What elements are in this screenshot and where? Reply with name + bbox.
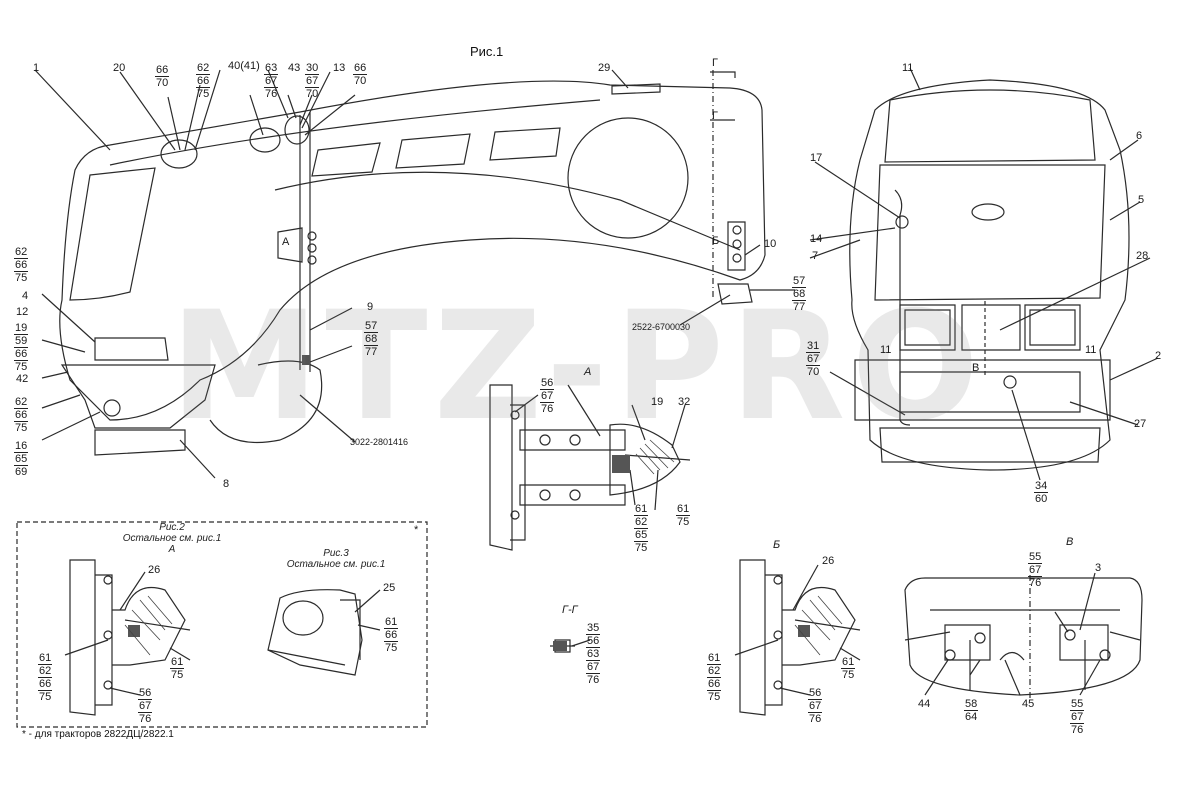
label-14: 14 bbox=[810, 233, 823, 245]
label-5: 5 bbox=[1138, 194, 1145, 206]
label-7: 7 bbox=[812, 250, 819, 262]
marker-view-b: Б bbox=[712, 235, 720, 247]
fig2-view: А bbox=[168, 544, 176, 555]
hood-outline bbox=[59, 80, 766, 421]
hood-side-window-1 bbox=[311, 142, 381, 177]
label-26-b: 26 bbox=[822, 555, 835, 567]
hood-fan-circle bbox=[567, 117, 689, 239]
label-part-3022: 3022-2801416 bbox=[350, 437, 409, 447]
label-28: 28 bbox=[1136, 250, 1149, 262]
label-11-left: 11 bbox=[880, 344, 892, 356]
label-32: 32 bbox=[678, 396, 691, 408]
label-g1: Г bbox=[712, 57, 718, 69]
label-26-fig2: 26 bbox=[148, 564, 161, 576]
label-20: 20 bbox=[113, 62, 126, 74]
label-42: 42 bbox=[16, 373, 29, 385]
label-44: 44 bbox=[918, 698, 931, 710]
label-40: 40(41) bbox=[228, 60, 260, 72]
label-3: 3 bbox=[1095, 562, 1102, 574]
label-25: 25 bbox=[383, 582, 396, 594]
fig3-title: Рис.3 bbox=[323, 548, 349, 559]
label-2: 2 bbox=[1155, 350, 1162, 362]
asterisk-mark: * bbox=[414, 524, 419, 536]
hood-side-window-2 bbox=[395, 133, 471, 169]
label-29: 29 bbox=[598, 62, 611, 74]
label-g2: Г bbox=[712, 110, 718, 122]
label-9: 9 bbox=[367, 301, 374, 313]
hood-side-window-3 bbox=[489, 127, 561, 161]
fig2-caption: Рис.2 Остальное см. рис.1 А bbox=[112, 522, 232, 555]
label-19: 19 bbox=[651, 396, 664, 408]
label-12: 12 bbox=[16, 306, 29, 318]
fig3-subtitle: Остальное см. рис.1 bbox=[286, 559, 386, 570]
label-8: 8 bbox=[223, 478, 230, 490]
label-13: 13 bbox=[333, 62, 346, 74]
marker-section-v: В bbox=[972, 362, 980, 374]
label-6: 6 bbox=[1136, 130, 1143, 142]
label-11: 11 bbox=[902, 62, 914, 74]
fig2-title: Рис.2 bbox=[159, 522, 185, 533]
watermark: MTZ-PRO bbox=[170, 280, 985, 454]
fig3-caption: Рис.3 Остальное см. рис.1 bbox=[276, 548, 396, 570]
view-a-title: А bbox=[584, 366, 592, 378]
label-11-right: 11 bbox=[1085, 344, 1097, 356]
label-1: 1 bbox=[33, 62, 40, 74]
label-43: 43 bbox=[288, 62, 301, 74]
label-45: 45 bbox=[1022, 698, 1035, 710]
label-part-2522: 2522-6700030 bbox=[632, 322, 691, 332]
label-27: 27 bbox=[1134, 418, 1147, 430]
label-10: 10 bbox=[764, 238, 777, 250]
view-b-title: Б bbox=[773, 539, 781, 551]
label-4: 4 bbox=[22, 290, 29, 302]
fig2-subtitle: Остальное см. рис.1 bbox=[122, 533, 222, 544]
figure-title: Рис.1 bbox=[470, 44, 504, 59]
view-v-title: В bbox=[1066, 536, 1074, 548]
label-17: 17 bbox=[810, 152, 823, 164]
footnote: * - для тракторов 2822ДЦ/2822.1 bbox=[22, 729, 174, 740]
view-gg-title: Г-Г bbox=[562, 604, 578, 616]
marker-view-a: А bbox=[282, 236, 290, 248]
front-view-outline bbox=[849, 79, 1130, 471]
